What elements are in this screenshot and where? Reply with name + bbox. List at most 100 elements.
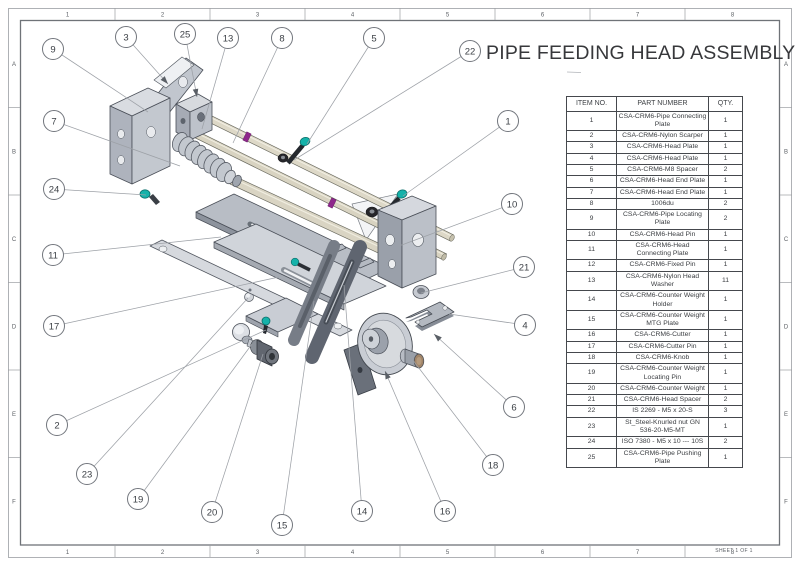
- balloon-circle: [46, 414, 68, 436]
- balloon-number: 23: [82, 469, 93, 480]
- balloon-circle: [43, 110, 65, 132]
- part-cell: CSA-CRM6-Nylon Scarper: [616, 130, 709, 143]
- balloon-1: 1: [402, 110, 519, 197]
- balloon-number: 13: [223, 33, 234, 44]
- qty-cell: 1: [708, 309, 743, 331]
- part-cell: CSA-CRM6-Knob: [616, 351, 709, 365]
- part-cell: IS 2269 - M5 x 20-S: [616, 405, 709, 418]
- balloon-number: 8: [279, 33, 284, 44]
- balloon-9: 9: [42, 38, 149, 113]
- balloon-circle: [42, 244, 64, 266]
- balloon-circle: [459, 40, 481, 62]
- balloon-number: 7: [51, 116, 56, 127]
- qty-cell: 1: [708, 351, 743, 365]
- balloon-circle: [482, 454, 504, 476]
- balloon-6: 6: [433, 333, 525, 418]
- zone-row-label: F: [784, 499, 788, 505]
- zone-row-label: E: [784, 412, 788, 418]
- part-cell: CSA-CRM6-Head Spacer: [616, 394, 709, 407]
- item-cell: 18: [566, 351, 617, 365]
- item-cell: 4: [566, 152, 617, 165]
- balloon-circle: [351, 500, 373, 522]
- balloon-circle: [42, 38, 64, 60]
- part-counter-weight-holder: [288, 240, 377, 396]
- part-rubber-grommets: [277, 153, 379, 218]
- leader-arrowhead: [192, 88, 199, 97]
- qty-cell: 1: [708, 141, 743, 154]
- item-cell: 2: [566, 130, 617, 143]
- item-cell: 11: [566, 239, 617, 261]
- zone-column-label: 1: [66, 12, 70, 18]
- qty-cell: 1: [708, 239, 743, 261]
- zone-column-label: 2: [161, 550, 165, 556]
- part-cell: CSA-CRM6-Head End Plate: [616, 175, 709, 188]
- balloon-number: 20: [207, 507, 218, 518]
- balloon-7: 7: [43, 110, 181, 167]
- balloon-11: 11: [42, 236, 222, 266]
- leader-line: [402, 120, 509, 197]
- part-cell: CSA-CRM6-Cutter: [616, 329, 709, 342]
- item-cell: 19: [566, 363, 617, 384]
- qty-cell: 1: [708, 152, 743, 165]
- qty-cell: 1: [708, 259, 743, 272]
- part-cell: 1006du: [616, 197, 709, 211]
- leader-line: [384, 370, 446, 512]
- item-cell: 8: [566, 197, 617, 211]
- qty-cell: 2: [708, 209, 743, 230]
- leader-line: [201, 37, 229, 130]
- sheet-number-label: SHEET 1 OF 1: [715, 547, 753, 554]
- balloon-2: 2: [46, 329, 267, 436]
- leader-arrowhead: [385, 371, 391, 380]
- balloon-number: 24: [49, 184, 60, 195]
- qty-cell: 1: [708, 363, 743, 384]
- balloon-circle: [115, 26, 137, 48]
- zone-column-label: 5: [446, 550, 450, 556]
- item-cell: 20: [566, 382, 617, 396]
- qty-cell: 1: [708, 186, 743, 199]
- zone-column-label: 8: [731, 12, 735, 18]
- part-spring: [171, 132, 242, 188]
- qty-cell: 1: [708, 416, 743, 438]
- zone-column-label: 1: [66, 550, 70, 556]
- zone-row-label: A: [784, 62, 788, 68]
- leader-line: [293, 50, 471, 161]
- leader-line: [56, 329, 267, 426]
- part-right-head-block: [377, 195, 437, 299]
- leader-line: [52, 236, 222, 256]
- item-cell: 23: [566, 416, 617, 438]
- qty-cell: 1: [708, 382, 743, 396]
- zone-row-label: D: [784, 324, 789, 330]
- leader-line: [53, 276, 280, 327]
- leader-line: [211, 353, 264, 513]
- table-header-cell: ITEM NO.: [566, 96, 617, 112]
- balloon-circle: [271, 27, 293, 49]
- item-cell: 21: [566, 394, 617, 407]
- item-cell: 1: [566, 110, 617, 132]
- qty-cell: 1: [708, 130, 743, 143]
- leader-line: [137, 343, 253, 500]
- qty-cell: 2: [708, 394, 743, 407]
- balloon-number: 17: [49, 321, 60, 332]
- balloon-number: 5: [371, 33, 376, 44]
- qty-cell: 2: [708, 436, 743, 449]
- qty-cell: 1: [708, 447, 743, 469]
- balloon-10: 10: [398, 193, 523, 247]
- zone-row-label: C: [784, 237, 789, 243]
- balloon-22: 22: [293, 40, 481, 161]
- item-cell: 12: [566, 259, 617, 272]
- zone-column-label: 6: [541, 550, 545, 556]
